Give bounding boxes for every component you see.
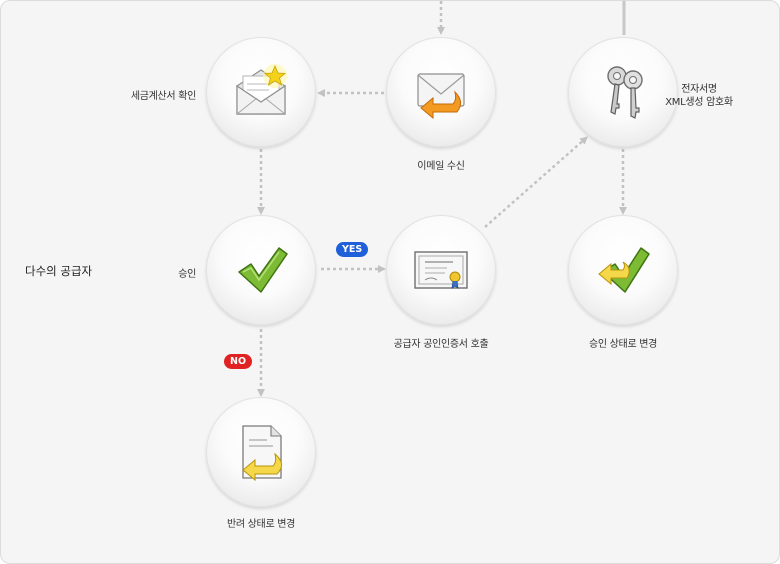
checkmark-icon bbox=[238, 247, 288, 293]
open-envelope-star-icon bbox=[236, 64, 287, 115]
node-approved-state[interactable] bbox=[568, 215, 678, 325]
reject-state-label: 반려 상태로 변경 bbox=[226, 519, 296, 530]
node-sign-encrypt[interactable] bbox=[568, 37, 678, 147]
actor-label: 다수의 공급자 bbox=[25, 264, 93, 278]
cert-call-label: 공급자 공인인증서 호출 bbox=[393, 339, 489, 350]
node-cert-call[interactable] bbox=[386, 215, 496, 325]
node-reject-state[interactable] bbox=[206, 397, 316, 507]
certificate-icon bbox=[414, 251, 468, 289]
sign-encrypt-label-line1: 전자서명 bbox=[681, 84, 717, 95]
email-receive-label: 이메일 수신 bbox=[417, 161, 465, 172]
approve-label: 승인 bbox=[178, 269, 196, 280]
node-email-receive[interactable] bbox=[386, 37, 496, 147]
approved-state-label: 승인 상태로 변경 bbox=[588, 339, 658, 350]
sign-encrypt-label: 전자서명 XML생성 암호화 bbox=[665, 83, 733, 109]
no-badge: NO bbox=[224, 354, 253, 369]
node-approve[interactable] bbox=[206, 215, 316, 325]
envelope-reply-icon bbox=[417, 73, 465, 120]
arrow-cert-to-keys bbox=[484, 136, 589, 228]
node-invoice-check[interactable] bbox=[206, 37, 316, 147]
keys-icon bbox=[607, 66, 643, 119]
checkmark-return-icon bbox=[598, 247, 650, 293]
invoice-check-label: 세금계산서 확인 bbox=[130, 91, 196, 102]
yes-badge: YES bbox=[336, 242, 369, 257]
sign-encrypt-label-line2: XML생성 암호화 bbox=[665, 97, 733, 108]
document-return-icon bbox=[242, 425, 282, 482]
